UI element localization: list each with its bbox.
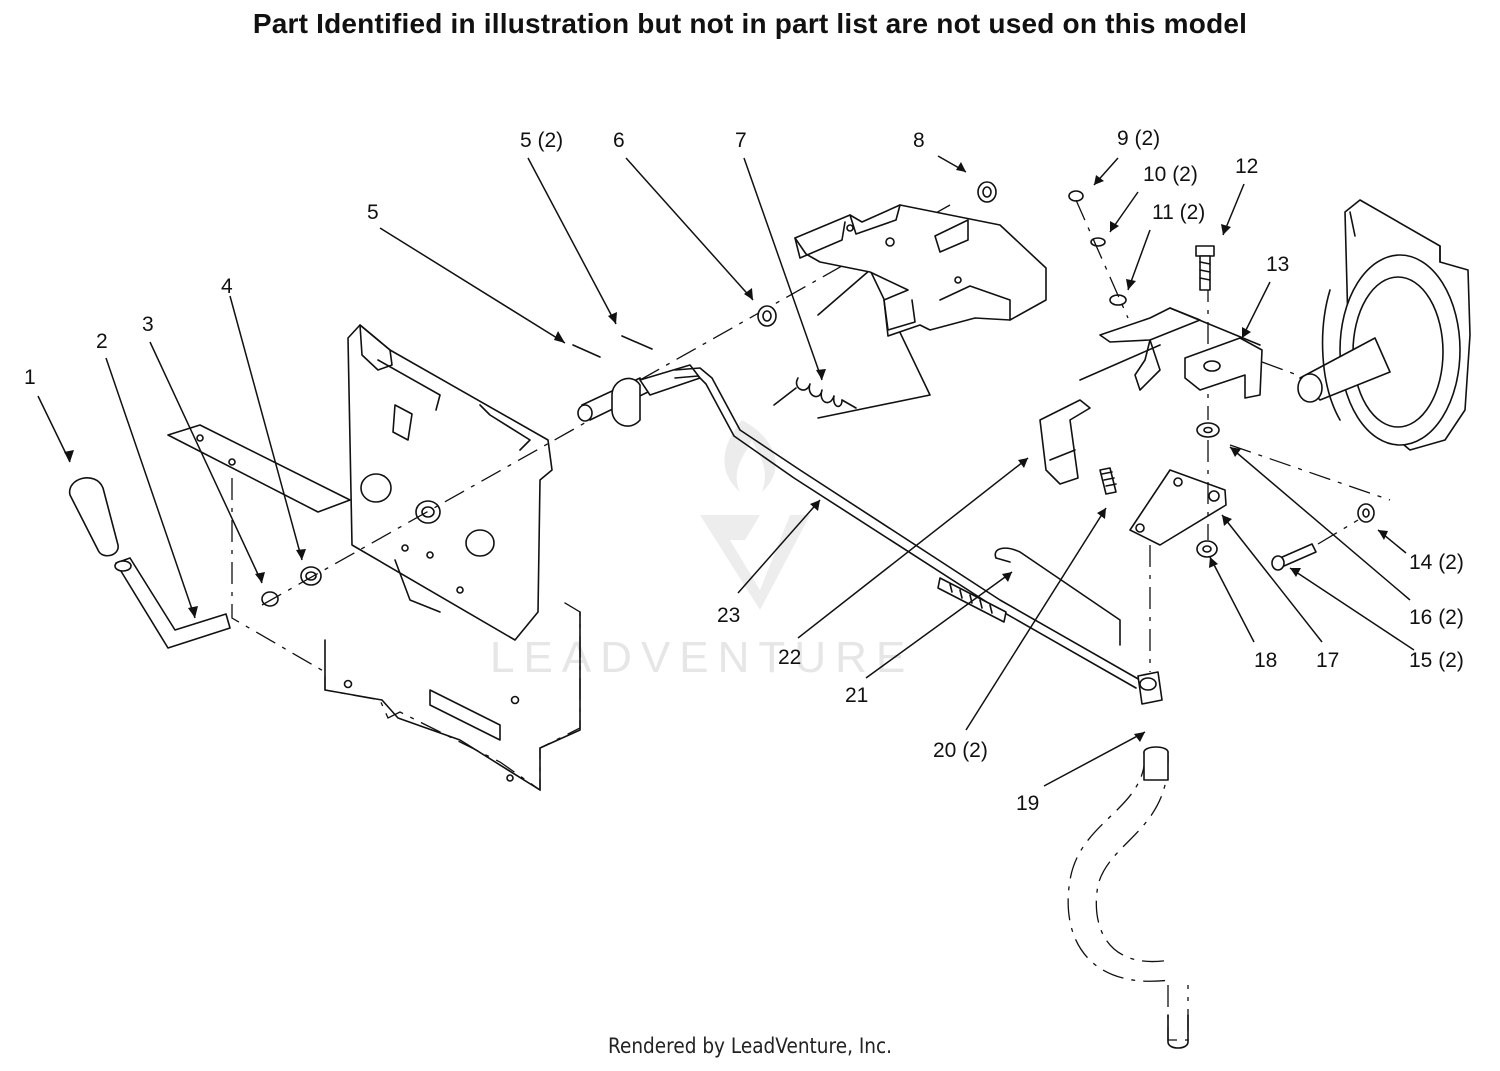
callout-18: 18 xyxy=(1254,649,1277,672)
part-1-handle-grip xyxy=(69,477,119,557)
callout-15: 15 (2) xyxy=(1409,649,1464,672)
callout-22: 22 xyxy=(778,646,801,669)
render-credit: Rendered by LeadVenture, Inc. xyxy=(607,1034,893,1058)
part-16-washer xyxy=(1196,422,1220,438)
callout-12: 12 xyxy=(1235,155,1258,178)
rod-clevis xyxy=(1137,671,1163,705)
part-5b-pin xyxy=(621,335,653,350)
callout-17: 17 xyxy=(1316,649,1339,672)
mounting-plate-outline xyxy=(231,478,581,792)
callout-9: 9 (2) xyxy=(1117,127,1160,150)
callout-13: 13 xyxy=(1266,253,1289,276)
part-6-bushing xyxy=(757,305,777,327)
shift-cam-assembly xyxy=(577,364,701,427)
callout-23: 23 xyxy=(717,604,740,627)
callout-11: 11 (2) xyxy=(1152,201,1205,224)
callout-5-pair: 5 (2) xyxy=(520,129,563,152)
part-13-bracket xyxy=(1079,307,1263,399)
callout-16: 16 (2) xyxy=(1409,606,1464,629)
part-2-shift-lever xyxy=(114,557,231,649)
part-12-bolt xyxy=(1195,245,1215,291)
leader-lines xyxy=(37,155,1415,787)
callout-19: 19 xyxy=(1016,792,1039,815)
part-22-bracket xyxy=(1039,399,1091,485)
callout-3: 3 xyxy=(142,313,154,336)
shift-plate xyxy=(347,324,553,641)
part-14-washer xyxy=(1357,503,1375,523)
callout-20: 20 (2) xyxy=(933,739,988,762)
callout-10: 10 (2) xyxy=(1143,163,1198,186)
part-10-washer xyxy=(1090,237,1106,247)
callout-21: 21 xyxy=(845,684,868,707)
callout-labels: 1 2 3 4 5 5 (2) 6 7 8 9 (2) 10 (2) 11 (2… xyxy=(24,127,1464,815)
callout-7: 7 xyxy=(735,129,747,152)
part-15-bolt xyxy=(1279,543,1317,567)
callout-2: 2 xyxy=(96,330,108,353)
plate-bushing xyxy=(415,500,441,524)
watermark-text: LEADVENTURE xyxy=(490,633,914,682)
page-title: Part Identified in illustration but not … xyxy=(252,8,1248,39)
part-8-washer xyxy=(977,181,997,203)
part-19-foot-lever xyxy=(1067,746,1189,1049)
callout-14: 14 (2) xyxy=(1409,551,1464,574)
part-4-bushing xyxy=(300,566,322,586)
part-5-pin xyxy=(572,344,601,358)
transmission-housing xyxy=(1261,199,1471,451)
callout-5: 5 xyxy=(367,201,379,224)
part-17-pivot-plate xyxy=(1129,469,1227,546)
part-18-nut xyxy=(1196,540,1218,558)
callout-1: 1 xyxy=(24,366,36,389)
callout-4: 4 xyxy=(221,275,233,298)
part-21-cotter-pin xyxy=(994,547,1121,646)
part-20-bolt xyxy=(1099,467,1117,495)
callout-6: 6 xyxy=(613,129,625,152)
leader-arrowheads xyxy=(64,162,1388,742)
watermark: LEADVENTURE xyxy=(490,420,914,682)
frame-bracket xyxy=(794,204,1047,337)
part-9-bolt xyxy=(1068,190,1084,202)
callout-8: 8 xyxy=(913,129,925,152)
